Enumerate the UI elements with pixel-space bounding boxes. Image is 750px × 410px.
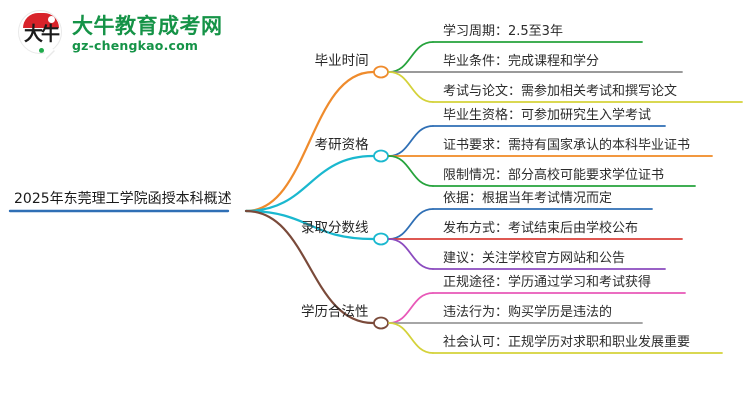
leaf-connector-1-2 xyxy=(388,155,434,187)
site-logo: 大牛 大牛教育成考网 gz-chengkao.com xyxy=(18,10,223,59)
leaf-label-3-0[interactable]: 正规途径：学历通过学习和考试获得 xyxy=(443,275,652,290)
leaf-label-2-0[interactable]: 依据：根据当年考试情况而定 xyxy=(443,191,613,206)
leaf-label-0-1[interactable]: 毕业条件：完成课程和学分 xyxy=(443,54,600,69)
leaf-connector-2-0 xyxy=(388,208,434,240)
branch-node-2[interactable] xyxy=(373,232,389,246)
branch-node-1[interactable] xyxy=(373,149,389,163)
speech-bubble-icon: 大牛 xyxy=(18,10,62,54)
logo-cap-shape xyxy=(23,13,59,28)
branch-connector-3 xyxy=(244,209,375,325)
leaf-label-0-0[interactable]: 学习周期：2.5至3年 xyxy=(443,24,563,39)
branch-node-3[interactable] xyxy=(373,316,389,330)
leaf-connector-0-2 xyxy=(388,71,434,103)
leaf-label-1-1[interactable]: 证书要求：需持有国家承认的本科毕业证书 xyxy=(443,138,691,153)
leaf-connector-3-2 xyxy=(388,322,434,354)
brand-name: 大牛教育成考网 xyxy=(72,13,223,38)
branch-connector-0 xyxy=(244,70,375,213)
branch-node-0[interactable] xyxy=(373,65,389,79)
branch-label-1[interactable]: 考研资格 xyxy=(314,137,369,153)
leaf-connector-1-0 xyxy=(388,125,434,157)
root-node-label[interactable]: 2025年东莞理工学院函授本科概述 xyxy=(14,191,232,207)
branch-label-0[interactable]: 毕业时间 xyxy=(314,53,369,69)
leaf-label-2-1[interactable]: 发布方式：考试结束后由学校公布 xyxy=(443,221,639,236)
leaf-connector-0-0 xyxy=(388,41,434,73)
branch-label-3[interactable]: 学历合法性 xyxy=(301,304,369,320)
branch-connector-1 xyxy=(244,154,375,213)
leaf-label-3-1[interactable]: 违法行为：购买学历是违法的 xyxy=(443,305,613,320)
logo-glyph-text: 大牛 xyxy=(23,23,60,45)
leaf-label-3-2[interactable]: 社会认可：正规学历对求职和职业发展重要 xyxy=(443,335,691,350)
leaf-label-2-2[interactable]: 建议：关注学校官方网站和公告 xyxy=(443,251,626,266)
brand-domain: gz-chengkao.com xyxy=(72,37,199,53)
leaf-label-1-0[interactable]: 毕业生资格：可参加研究生入学考试 xyxy=(443,108,652,123)
logo-mark-icon: 大牛 xyxy=(18,10,64,59)
logo-dot-shape xyxy=(39,48,44,53)
leaf-connector-2-2 xyxy=(388,238,434,270)
leaf-label-1-2[interactable]: 限制情况：部分高校可能要求学位证书 xyxy=(443,168,665,183)
leaf-label-0-2[interactable]: 考试与论文：需参加相关考试和撰写论文 xyxy=(443,84,678,99)
branch-label-2[interactable]: 录取分数线 xyxy=(301,220,369,236)
branch-connector-2 xyxy=(244,209,375,241)
bubble-tail-icon xyxy=(45,43,54,59)
leaf-connector-3-0 xyxy=(388,292,434,324)
logo-text-block: 大牛教育成考网 gz-chengkao.com xyxy=(72,14,223,53)
